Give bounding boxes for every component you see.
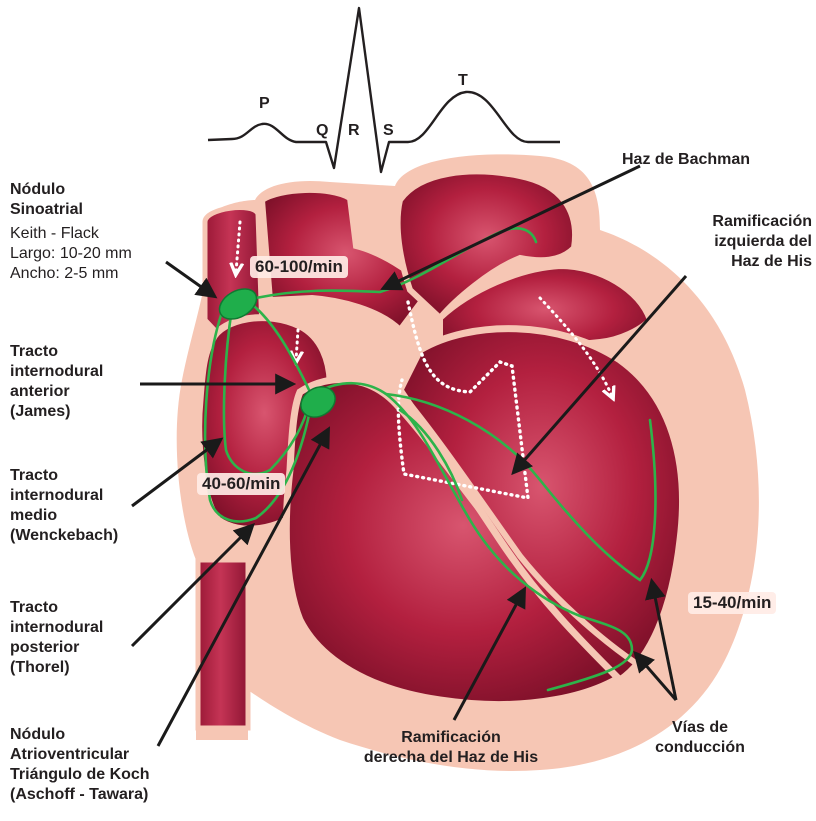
rate-sa-badge: 60-100/min — [250, 256, 348, 278]
label-av-node: Nódulo Atrioventricular Triángulo de Koc… — [10, 725, 150, 805]
anterior-line-2: internodural — [10, 362, 103, 382]
label-right-branch: Ramificación derecha del Haz de His — [346, 728, 556, 768]
medio-line-1: Tracto — [10, 466, 118, 486]
medio-line-3: medio — [10, 506, 118, 526]
sa-node-desc-3: Ancho: 2-5 mm — [10, 264, 132, 284]
ecg-s-label: S — [383, 122, 394, 140]
anterior-line-3: anterior — [10, 382, 103, 402]
av-node-line-1: Nódulo — [10, 725, 150, 745]
anterior-line-1: Tracto — [10, 342, 103, 362]
sa-node-desc-2: Largo: 10-20 mm — [10, 244, 132, 264]
medio-line-2: internodural — [10, 486, 118, 506]
left-branch-line-1: Ramificación — [666, 212, 812, 232]
av-node-line-4: (Aschoff - Tawara) — [10, 785, 150, 805]
label-bachman-bundle: Haz de Bachman — [622, 150, 750, 170]
pathways-line-1: Vías de — [630, 718, 770, 738]
rate-ventricle-badge: 15-40/min — [688, 592, 776, 614]
label-sa-node: Nódulo Sinoatrial Keith - Flack Largo: 1… — [10, 180, 132, 284]
ecg-r-label: R — [348, 122, 360, 140]
pathways-line-2: conducción — [630, 738, 770, 758]
av-node-line-3: Triángulo de Koch — [10, 765, 150, 785]
ecg-t-label: T — [458, 72, 468, 90]
rate-av-badge: 40-60/min — [197, 473, 285, 495]
label-medio-tract: Tracto internodural medio (Wenckebach) — [10, 466, 118, 546]
left-branch-line-3: Haz de His — [666, 252, 812, 272]
posterior-line-2: internodural — [10, 618, 103, 638]
left-branch-line-2: izquierda del — [666, 232, 812, 252]
ecg-p-label: P — [259, 95, 270, 113]
right-branch-line-1: Ramificación — [346, 728, 556, 748]
posterior-line-4: (Thorel) — [10, 658, 103, 678]
posterior-line-3: posterior — [10, 638, 103, 658]
posterior-line-1: Tracto — [10, 598, 103, 618]
bachman-line-1: Haz de Bachman — [622, 150, 750, 170]
sa-node-title-1: Nódulo — [10, 180, 132, 200]
medio-line-4: (Wenckebach) — [10, 526, 118, 546]
right-branch-line-2: derecha del Haz de His — [346, 748, 556, 768]
vena-cava-inferior — [198, 560, 248, 728]
label-left-branch: Ramificación izquierda del Haz de His — [666, 212, 812, 272]
anterior-line-4: (James) — [10, 402, 103, 422]
ecg-q-label: Q — [316, 122, 328, 140]
av-node-line-2: Atrioventricular — [10, 745, 150, 765]
label-posterior-tract: Tracto internodural posterior (Thorel) — [10, 598, 103, 678]
ecg-trace — [208, 8, 560, 172]
sa-node-title-2: Sinoatrial — [10, 200, 132, 220]
label-anterior-tract: Tracto internodural anterior (James) — [10, 342, 103, 422]
sa-node-desc-1: Keith - Flack — [10, 224, 132, 244]
label-conduction-pathways: Vías de conducción — [630, 718, 770, 758]
